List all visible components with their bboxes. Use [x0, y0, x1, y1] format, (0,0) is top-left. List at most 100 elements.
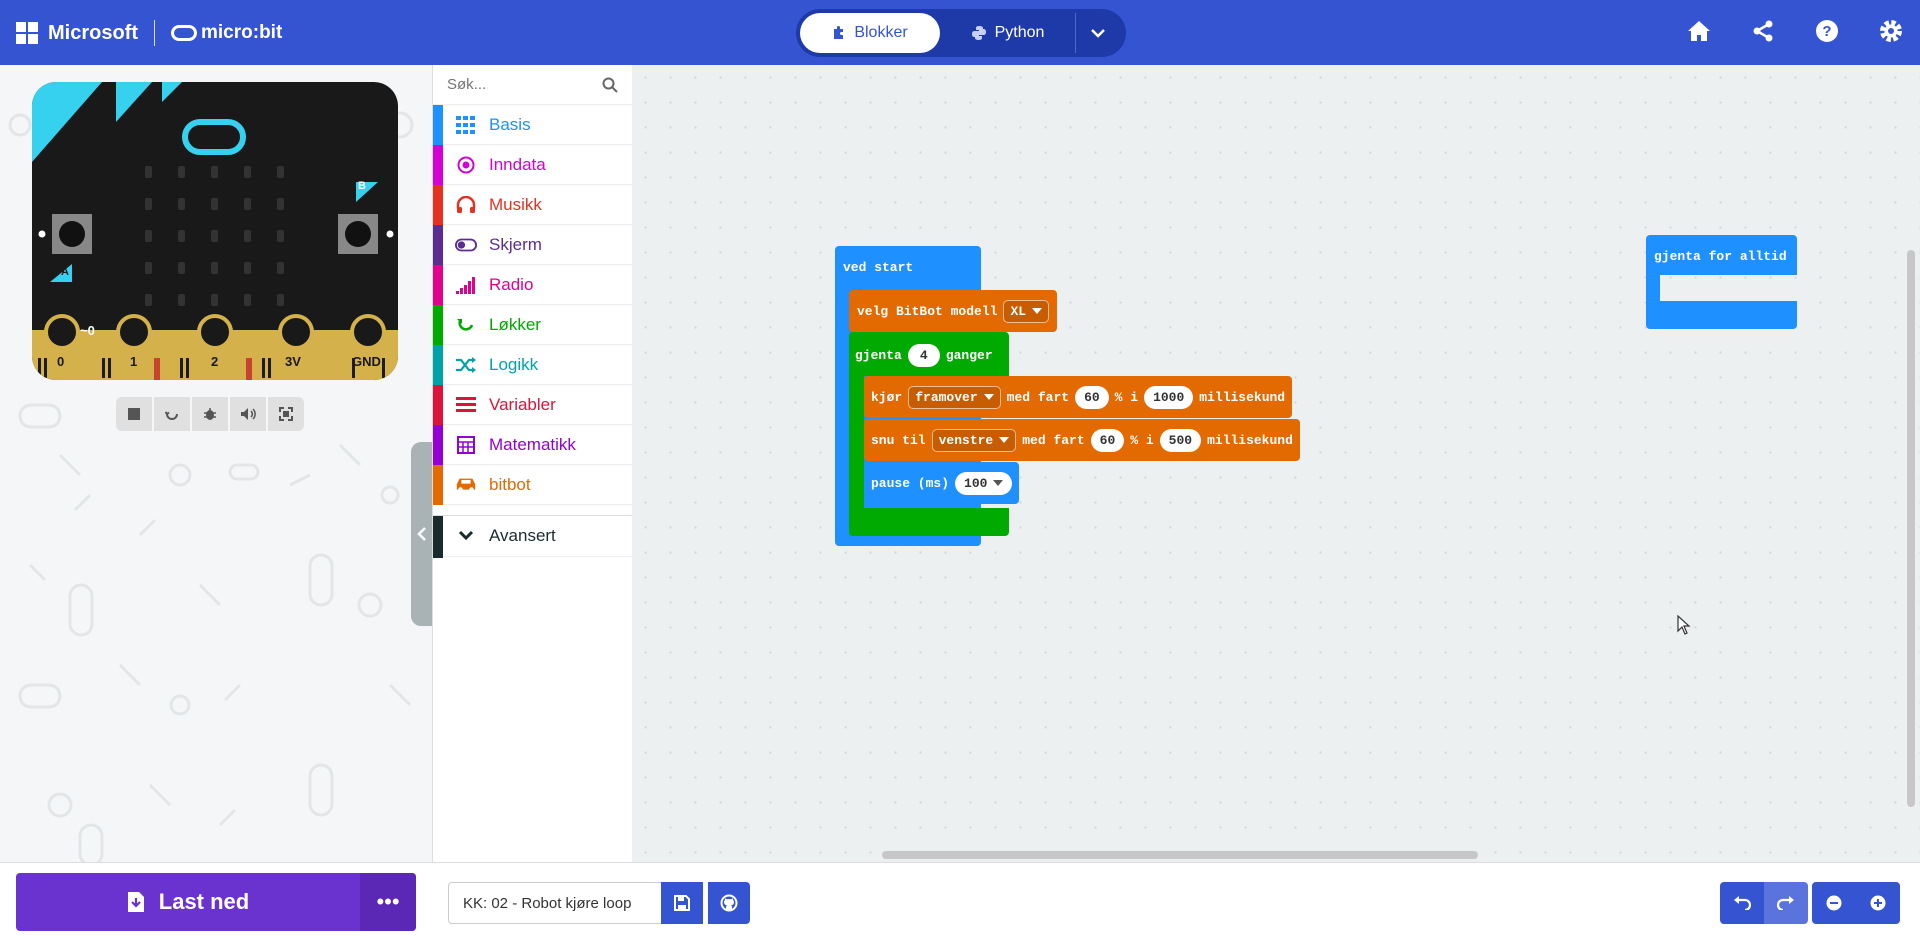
workspace-horizontal-scrollbar[interactable] [882, 851, 1478, 859]
mouse-cursor-icon [1677, 615, 1691, 635]
category-label: Radio [489, 274, 534, 294]
fullscreen-button[interactable] [268, 397, 304, 431]
pin-2-label: 2 [211, 354, 219, 369]
settings-button[interactable] [1878, 18, 1904, 44]
toolbox-search [433, 65, 632, 105]
category-color-bar [433, 425, 443, 465]
python-mode-button[interactable]: Python [940, 13, 1075, 53]
category-color-bar [433, 385, 443, 425]
download-button-group: Last ned ••• [16, 873, 416, 931]
category-logikk[interactable]: Logikk [433, 345, 632, 385]
drive-block[interactable]: kjør framover med fart 60 % i 1000 milli… [864, 376, 1293, 418]
category-label: Variabler [489, 394, 556, 414]
save-button[interactable] [661, 882, 703, 924]
pin-0-extra-label: ~0 [80, 323, 95, 338]
category-avansert[interactable]: Avansert [433, 515, 632, 558]
help-icon: ? [1816, 20, 1838, 42]
on-start-block[interactable]: ved start velg BitBot modell XL gjenta 4… [835, 246, 1300, 546]
on-start-label: ved start [843, 259, 914, 275]
category-bitbot[interactable]: bitbot [433, 465, 632, 505]
turn-direction-dropdown[interactable]: venstre [931, 428, 1017, 452]
microbit-simulator[interactable]: ~0 A B 0 1 2 3V GND [32, 82, 398, 380]
turn-speed-label: med fart [1022, 432, 1085, 448]
microbit-board-graphic [32, 82, 398, 380]
gear-icon [1880, 20, 1902, 42]
turn-ms-label: millisekund [1207, 432, 1293, 448]
help-button[interactable]: ? [1814, 18, 1840, 44]
zoom-out-icon [1826, 895, 1842, 911]
pause-block[interactable]: pause (ms) 100 [864, 462, 1020, 504]
category-color-bar [433, 185, 443, 225]
button-b-label: B [358, 180, 366, 192]
zoom-in-button[interactable] [1856, 882, 1900, 924]
category-inndata[interactable]: Inndata [433, 145, 632, 185]
turn-percent-label: % i [1130, 432, 1154, 448]
search-icon[interactable] [602, 77, 618, 93]
fullscreen-icon [279, 407, 293, 421]
mute-button[interactable] [230, 397, 266, 431]
drive-duration-input[interactable]: 1000 [1144, 385, 1194, 409]
turn-duration-input[interactable]: 500 [1159, 428, 1202, 452]
bottom-toolbar: Last ned ••• [0, 862, 1920, 940]
workspace-vertical-scrollbar[interactable] [1907, 250, 1915, 807]
download-button[interactable]: Last ned [16, 873, 360, 931]
model-dropdown[interactable]: XL [1003, 299, 1050, 323]
share-button[interactable] [1750, 18, 1776, 44]
restart-button[interactable] [154, 397, 190, 431]
zoom-out-button[interactable] [1812, 882, 1856, 924]
drive-speed-input[interactable]: 60 [1075, 385, 1109, 409]
blocks-workspace[interactable]: ved start velg BitBot modell XL gjenta 4… [633, 65, 1920, 862]
category-variabler[interactable]: Variabler [433, 385, 632, 425]
chevron-down-icon [455, 525, 477, 547]
pause-value: 100 [964, 475, 988, 491]
category-musikk[interactable]: Musikk [433, 185, 632, 225]
repeat-count-input[interactable]: 4 [907, 343, 940, 367]
forever-block-side [1646, 275, 1660, 301]
undo-button[interactable] [1720, 882, 1764, 924]
blocks-mode-button[interactable]: Blokker [800, 13, 940, 53]
repeat-block[interactable]: gjenta 4 ganger [849, 332, 1009, 536]
download-label: Last ned [158, 889, 250, 914]
category-color-bar [433, 265, 443, 305]
puzzle-icon [834, 26, 844, 39]
category-label: Logikk [489, 354, 539, 374]
category-radio[interactable]: Radio [433, 265, 632, 305]
collapse-simulator-button[interactable] [411, 442, 432, 626]
github-button[interactable] [708, 882, 750, 924]
drive-direction-dropdown[interactable]: framover [908, 385, 1001, 409]
stop-button[interactable] [116, 397, 152, 431]
category-basis[interactable]: Basis [433, 105, 632, 145]
category-lokker[interactable]: Løkker [433, 305, 632, 345]
home-button[interactable] [1686, 18, 1712, 44]
project-name-input[interactable] [448, 882, 662, 924]
forever-block[interactable]: gjenta for alltid [1646, 235, 1797, 329]
turn-speed-input[interactable]: 60 [1090, 428, 1125, 452]
category-label: Musikk [489, 194, 542, 214]
redo-button[interactable] [1764, 882, 1808, 924]
select-model-block[interactable]: velg BitBot modell XL [849, 290, 1058, 332]
search-input[interactable] [447, 76, 597, 93]
drive-ms-label: millisekund [1199, 389, 1286, 405]
debug-button[interactable] [192, 397, 228, 431]
pin-0-label: 0 [57, 354, 65, 369]
chevron-left-icon [417, 527, 426, 541]
pause-value-dropdown[interactable]: 100 [955, 471, 1013, 495]
category-matematikk[interactable]: Matematikk [433, 425, 632, 465]
category-label: Matematikk [489, 434, 576, 454]
repeat-header: gjenta 4 ganger [855, 342, 993, 368]
undo-redo-group [1720, 882, 1808, 924]
toggle-icon [455, 234, 477, 256]
simulator-controls [116, 397, 304, 431]
category-label: Basis [489, 114, 531, 134]
python-icon [971, 26, 986, 40]
turn-block[interactable]: snu til venstre med fart 60 % i 500 mill… [864, 419, 1300, 461]
brand[interactable]: Microsoft micro:bit [16, 20, 282, 46]
headphones-icon [455, 194, 477, 216]
repeat-suffix-label: ganger [945, 347, 993, 363]
mode-dropdown-button[interactable] [1075, 13, 1119, 53]
download-more-button[interactable]: ••• [360, 873, 416, 931]
repeat-block-bottom [849, 508, 1009, 536]
simulator-panel: ~0 A B 0 1 2 3V GND [0, 65, 432, 862]
category-skjerm[interactable]: Skjerm [433, 225, 632, 265]
drive-direction-value: framover [915, 389, 978, 405]
